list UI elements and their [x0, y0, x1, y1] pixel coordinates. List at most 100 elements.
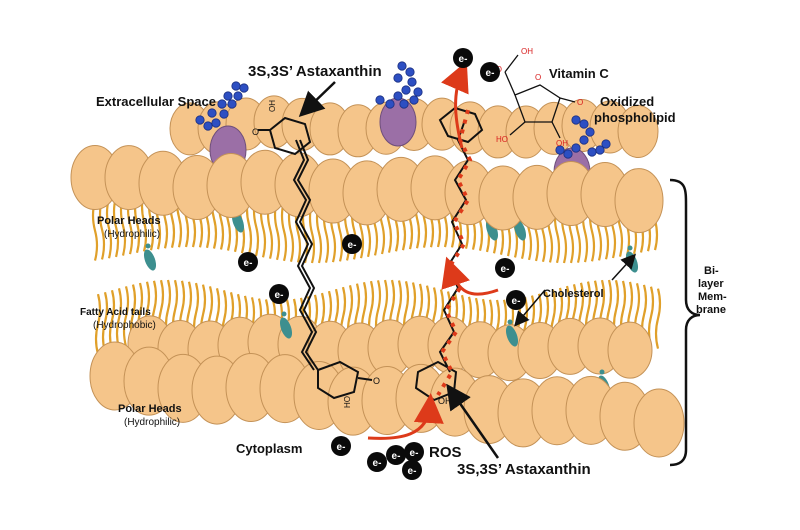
cholesterol-pointer-b	[611, 253, 637, 281]
bottom-leaflet-front-row	[89, 341, 685, 458]
astaxanthin-top-pointer	[298, 81, 336, 117]
oh-label-left-top: OH	[268, 100, 277, 112]
oxidized-chain-bead	[203, 121, 213, 131]
cholesterol-molecule	[143, 249, 157, 271]
hydrophilic-bottom-label: (Hydrophilic)	[124, 417, 181, 428]
bilayer-label-1: Bi-	[704, 265, 719, 277]
oh-atom-right-bottom: OH	[438, 396, 452, 406]
electron-dot	[269, 284, 289, 304]
bilayer-label-2: layer	[698, 278, 724, 290]
tail-line	[105, 197, 113, 259]
oxidized-chain-bead	[217, 99, 227, 109]
oxidized-chain-bead	[233, 91, 243, 101]
oxidized-chain-bead	[231, 81, 241, 91]
oxidized-chain-bead	[409, 95, 419, 105]
electrons: e-e-e-e-e-e-e-e-e-e-e-e-	[238, 48, 526, 480]
electron-label: e-	[244, 258, 253, 269]
electron: e-	[367, 452, 387, 472]
electron-label: e-	[501, 264, 510, 275]
oxidized-chain-bead	[397, 61, 407, 71]
electron-dot	[404, 442, 424, 462]
oxidized-chain-bead	[555, 145, 565, 155]
oxidized-chain-bead	[399, 99, 409, 109]
electron: e-	[495, 258, 515, 278]
polar-heads-bottom-label: Polar Heads	[118, 403, 182, 415]
vitamin-c-structure	[504, 54, 576, 139]
o-atom-left-top: O	[252, 127, 259, 137]
electron-label: e-	[373, 458, 382, 469]
electron: e-	[453, 48, 473, 68]
vitamin-c-oh-bottom: OH	[556, 139, 568, 148]
cholesterol-molecule	[505, 325, 519, 347]
electron: e-	[386, 445, 406, 465]
oxidized-head	[379, 97, 417, 147]
cholesterol-head	[145, 243, 151, 249]
polar-head	[617, 104, 659, 158]
electron-label: e-	[512, 296, 521, 307]
electron-label: e-	[392, 451, 401, 462]
electron-dot	[331, 436, 351, 456]
oxidized-phospholipid-label-line1: Oxidized	[600, 94, 655, 109]
oxidized-chain-bead	[393, 91, 403, 101]
polar-head	[614, 168, 664, 234]
electron-dot	[506, 290, 526, 310]
cholesterol-head	[507, 319, 513, 325]
tail-line	[94, 293, 102, 355]
cholesterol-head	[599, 369, 605, 375]
electron-label: e-	[275, 290, 284, 301]
electron: e-	[342, 234, 362, 254]
oxidized-chain-bead	[571, 143, 581, 153]
cholesterol-molecule	[625, 251, 639, 273]
top-leaflet-front-row	[70, 145, 664, 234]
electron-label: e-	[337, 442, 346, 453]
oxidized-chain-bead	[585, 127, 595, 137]
oxidized-chain-bead	[223, 91, 233, 101]
oxidized-chain-bead	[407, 77, 417, 87]
ho-label-left-bottom: HO	[343, 396, 352, 408]
polar-heads-top-label: Polar Heads	[97, 215, 161, 227]
oxidized-chain-bead	[563, 149, 573, 159]
electron-label: e-	[408, 466, 417, 477]
oxidized-chain-bead	[401, 85, 411, 95]
oxidized-chain-bead	[393, 73, 403, 83]
oxidized-phospholipid-label-line2: phospholipid	[594, 110, 676, 125]
electron-out-arrow	[441, 60, 469, 149]
bilayer-label-4: brane	[696, 304, 726, 316]
electron-dot	[342, 234, 362, 254]
oxidized-chain-bead	[405, 67, 415, 77]
electron-dot	[480, 62, 500, 82]
cholesterol-molecule	[513, 219, 527, 241]
extracellular-space-label: Extracellular Space	[96, 94, 216, 109]
oxidized-chain-bead	[211, 118, 221, 128]
fatty-acid-tails-label: Fatty Acid tails	[80, 307, 151, 318]
hydrophobic-label: (Hydrophobic)	[93, 320, 156, 331]
electron-label: e-	[410, 448, 419, 459]
oxidized-chain-bead	[601, 139, 611, 149]
electron-dot	[367, 452, 387, 472]
vitamin-c-label: Vitamin C	[549, 66, 609, 81]
cholesterol-head	[627, 245, 633, 251]
cholesterol-head	[281, 311, 287, 317]
electron: e-	[238, 252, 258, 272]
electron-label: e-	[459, 54, 468, 65]
cholesterol-pointer-a	[514, 289, 546, 327]
oxidized-chain-bead	[413, 87, 423, 97]
oxidized-chain-bead	[207, 108, 217, 118]
oxidized-chain-bead	[195, 115, 205, 125]
vitamin-c-o-ring: O	[535, 73, 541, 82]
oxidized-chain-bead	[375, 95, 385, 105]
electron: e-	[269, 284, 289, 304]
tail-line	[101, 291, 109, 353]
electron: e-	[480, 62, 500, 82]
tail-line	[654, 288, 662, 349]
o-atom-left-bottom: O	[373, 376, 380, 386]
electron-dot	[238, 252, 258, 272]
electron-dot	[402, 460, 422, 480]
electron-label: e-	[348, 240, 357, 251]
oxidized-chain-bead	[579, 119, 589, 129]
tail-line	[280, 200, 288, 262]
electron: e-	[404, 442, 424, 462]
oxidized-chain-bead	[219, 109, 229, 119]
bilayer-label-3: Mem-	[698, 291, 727, 303]
